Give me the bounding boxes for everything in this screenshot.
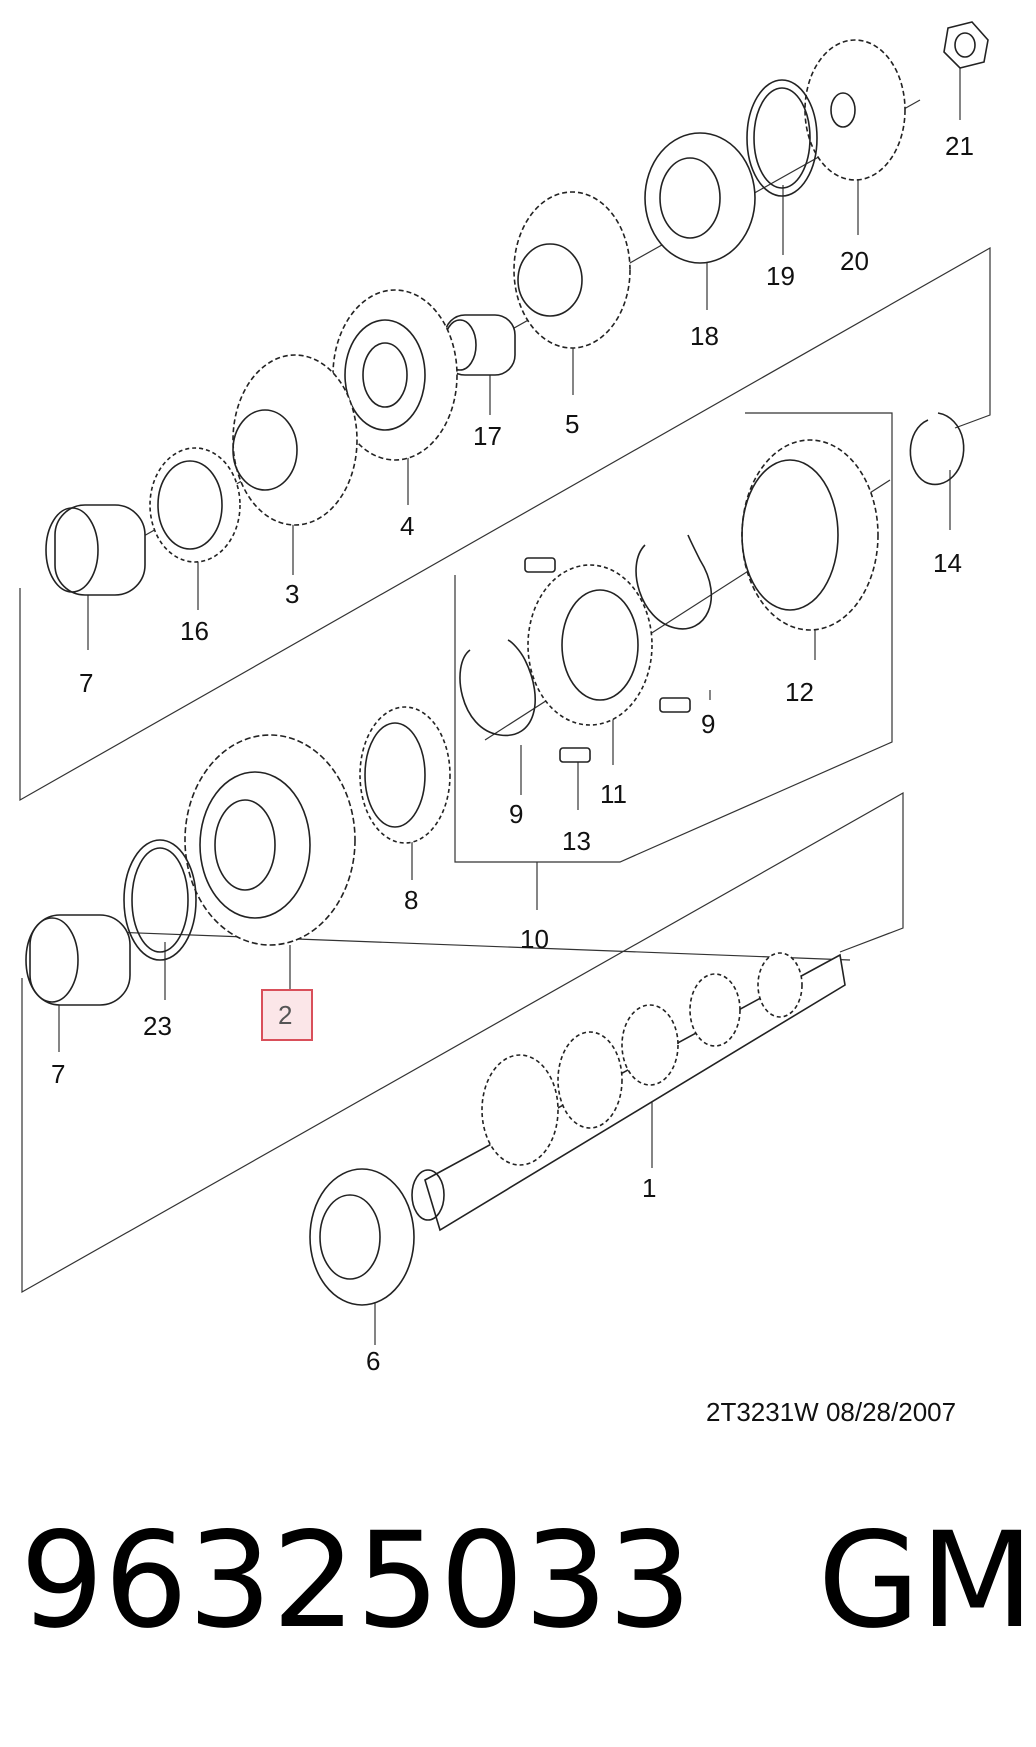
synchro-ring-8 <box>359 706 451 844</box>
needle-bearing-7-lower-face <box>25 917 79 1003</box>
spacer <box>692 1504 818 1658</box>
bearing-18 <box>644 132 756 264</box>
ring-23-inner <box>131 847 189 953</box>
bearing-6-inner <box>319 1194 381 1280</box>
shaft-gear-teeth-4 <box>689 973 741 1047</box>
label-3: 3 <box>285 579 299 609</box>
label-21: 21 <box>945 131 974 161</box>
key-13-b <box>659 697 691 713</box>
key-13-c <box>559 747 591 763</box>
label-11: 11 <box>600 779 627 809</box>
hub-11-inner <box>561 589 639 701</box>
sync-group-frame <box>454 412 893 863</box>
sleeve-gear-12 <box>741 439 879 631</box>
clip-9-upper <box>635 534 712 630</box>
label-14: 14 <box>933 548 962 578</box>
label-9-upper: 9 <box>701 709 715 739</box>
nut-21 <box>943 21 989 69</box>
ring-19-inner <box>753 87 811 189</box>
gear-2-web <box>199 771 311 919</box>
gear-4-hub <box>362 342 408 408</box>
shaft-end <box>411 1169 445 1221</box>
label-9-lower: 9 <box>509 799 523 829</box>
synchro-ring-16-inner <box>157 460 223 550</box>
needle-bearing-7-upper-face <box>45 507 99 593</box>
upper-group-frame <box>19 246 991 802</box>
label-17: 17 <box>473 421 502 451</box>
gear-20-hub <box>830 92 856 128</box>
shaft-gear-teeth-3 <box>621 1004 679 1086</box>
synchro-ring-8-inner <box>364 722 426 828</box>
ring-23 <box>123 839 197 961</box>
label-2: 2 <box>278 1000 292 1030</box>
label-10: 10 <box>520 924 549 954</box>
brand: GM <box>817 1504 1034 1658</box>
label-5: 5 <box>565 409 579 439</box>
label-4: 4 <box>400 511 414 541</box>
gear-3 <box>232 354 358 526</box>
highlight-box-2 <box>261 989 313 1041</box>
needle-bearing-7-lower <box>29 914 131 1006</box>
label-16: 16 <box>180 616 209 646</box>
hub-11 <box>527 564 653 726</box>
label-13: 13 <box>562 826 591 856</box>
drawing-code: 2T3231W 08/28/2007 <box>706 1397 957 1427</box>
gear-5-hub <box>517 243 583 317</box>
snap-ring-14 <box>909 412 965 486</box>
key-13-a <box>524 557 556 573</box>
gear-2 <box>184 734 356 946</box>
label-19: 19 <box>766 261 795 291</box>
clip-9-lower <box>459 639 536 737</box>
label-23: 23 <box>143 1011 172 1041</box>
gear-5 <box>513 191 631 349</box>
shaft-gear-teeth-1 <box>481 1054 559 1166</box>
label-12: 12 <box>785 677 814 707</box>
bearing-18-inner <box>659 157 721 239</box>
shaft-gear-teeth-2 <box>557 1031 623 1129</box>
sleeve-gear-12-inner <box>741 459 839 611</box>
synchro-ring-16 <box>149 447 241 563</box>
part-number-line: 96325033 GM <box>20 1515 1034 1647</box>
label-1: 1 <box>642 1173 656 1203</box>
label-18: 18 <box>690 321 719 351</box>
ring-19 <box>746 79 818 197</box>
lower-group-frame <box>21 791 904 1294</box>
label-6: 6 <box>366 1346 380 1376</box>
nut-21-hole <box>954 32 976 58</box>
label-20: 20 <box>840 246 869 276</box>
label-7-lower: 7 <box>51 1059 65 1089</box>
gear-4-web <box>344 319 426 431</box>
label-7-upper: 7 <box>79 668 93 698</box>
part-number: 96325033 <box>20 1504 692 1658</box>
shaft-gear-teeth-5 <box>757 952 803 1018</box>
needle-bearing-7-upper <box>54 504 146 596</box>
gear-4 <box>332 289 458 461</box>
gear-2-hub <box>214 799 276 891</box>
bearing-6 <box>309 1168 415 1306</box>
gear-3-hub <box>232 409 298 491</box>
label-8: 8 <box>404 885 418 915</box>
